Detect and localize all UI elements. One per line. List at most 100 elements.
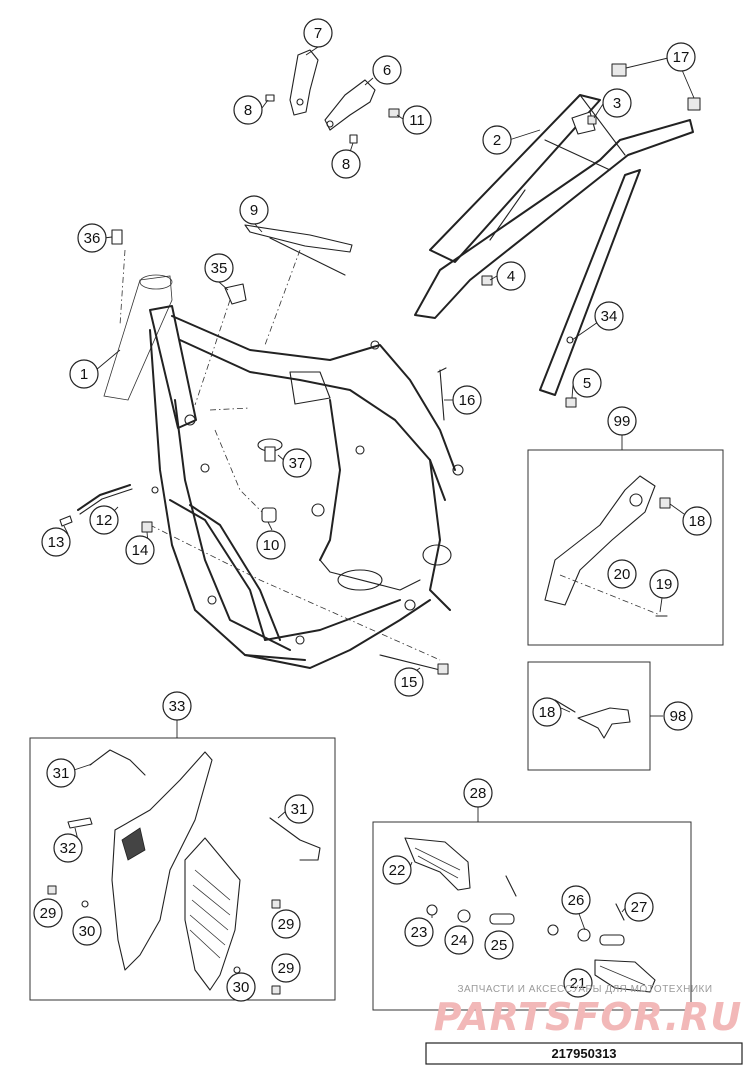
subframe-brace-2 [544,139,611,171]
leader-8a [261,99,269,109]
group-98-label: 98 [670,708,687,725]
leader-18b [560,707,571,713]
callout-26-label: 26 [568,892,585,909]
cable-guide-9 [244,224,353,253]
callout-23: 23 [404,917,434,947]
footrest-21 [594,959,656,993]
watermark-top-text: ЗАПЧАСТИ И АКСЕССУАРЫ ДЛЯ МОТОТЕХНИКИ [457,984,712,995]
callout-7-label: 7 [314,25,322,42]
leader-19 [659,597,663,613]
callout-18-box99: 18 [682,506,712,536]
leader-13 [63,525,69,535]
callout-17: 17 [666,42,696,72]
callout-15-label: 15 [401,674,418,691]
head-tube [149,305,197,429]
group-33-label: 33 [169,698,186,715]
washer-23 [426,904,438,916]
callout-5: 5 [572,368,602,398]
callout-29-right-top-label: 29 [278,916,295,933]
callout-12-label: 12 [96,512,113,529]
callout-34: 34 [594,301,624,331]
steering-head-ghost [103,275,173,401]
leader-35 [218,281,229,291]
axis-37 [209,407,251,411]
leader-lines [63,46,695,931]
washer-26 [547,924,559,936]
callout-10-label: 10 [263,537,280,554]
cradle-tube-left [169,499,266,641]
callout-37: 37 [282,448,312,478]
callout-5-label: 5 [583,375,591,392]
boss-9 [151,486,159,494]
leader-11 [396,114,404,120]
frame-small-parts [59,49,449,675]
axis-35 [194,299,231,406]
pin-16-head [437,367,447,373]
cap-17-b [687,97,701,111]
swingarm-pivot [337,569,383,591]
callout-11: 11 [402,105,432,135]
callout-32: 32 [53,833,83,863]
callout-22: 22 [382,855,412,885]
callout-29-right-top: 29 [271,909,301,939]
washer-30-a [81,900,89,908]
bolt-15-head [437,663,449,675]
callout-19: 19 [649,569,679,599]
callout-34-label: 34 [601,308,618,325]
leader-2 [508,129,541,141]
group-callout-99: 99 [607,406,637,436]
bracket-6-hole [326,120,334,128]
screw-8-top [265,94,275,102]
sidestand-20 [544,475,656,606]
callout-2-label: 2 [493,132,501,149]
callout-36: 36 [77,223,107,253]
callout-31-right: 31 [284,794,314,824]
leader-18a [669,503,685,515]
footrest-22 [404,837,471,891]
callout-30-left-label: 30 [79,923,96,940]
hose-12-edge [79,488,133,515]
callout-21-label: 21 [570,975,587,992]
callout-18-box99-label: 18 [689,513,706,530]
drawing-number-frame [425,1042,743,1065]
subframe-drawing [414,63,701,408]
leader-3 [593,103,604,119]
callout-6: 6 [372,55,402,85]
cradle-tube-right [189,504,281,641]
drawing-number-box: 217950313 [425,1042,743,1065]
callout-35: 35 [204,253,234,283]
callout-8-mid: 8 [331,149,361,179]
callout-24: 24 [444,925,474,955]
callout-21: 21 [563,968,593,998]
bolt-15 [379,654,441,671]
axis-15 [149,524,441,661]
cable-guide-9-arm [269,237,346,276]
frame-guard-right [184,837,241,991]
callout-18-box98: 18 [532,697,562,727]
callout-8-mid-label: 8 [342,156,350,173]
spring-hook-drawing [554,699,631,739]
rubber-37-stem [264,446,276,462]
callout-1-label: 1 [80,366,88,383]
callout-31-left: 31 [46,758,76,788]
bolt-18-b [554,699,576,713]
nut-14 [141,521,153,533]
watermark: ЗАПЧАСТИ И АКСЕССУАРЫ ДЛЯ МОТОТЕХНИКИ PA… [434,984,741,1039]
callout-30-left: 30 [72,916,102,946]
boss-8 [295,635,305,645]
group-99-box [527,449,724,646]
boss-3 [311,503,325,517]
subframe-brace-3 [489,189,526,241]
callout-18-box98-label: 18 [539,704,556,721]
insert-32 [67,817,93,829]
rear-loop-right [429,459,451,611]
callout-4: 4 [496,261,526,291]
grommet-10 [261,507,277,523]
pin-16 [439,369,445,421]
subframe-rail-mid [414,119,694,319]
screw-29-c [271,985,281,995]
subframe-rail-upper [429,94,601,263]
hook-98 [577,707,631,739]
frame-drawing [103,249,464,669]
washer-30-b [233,966,241,974]
